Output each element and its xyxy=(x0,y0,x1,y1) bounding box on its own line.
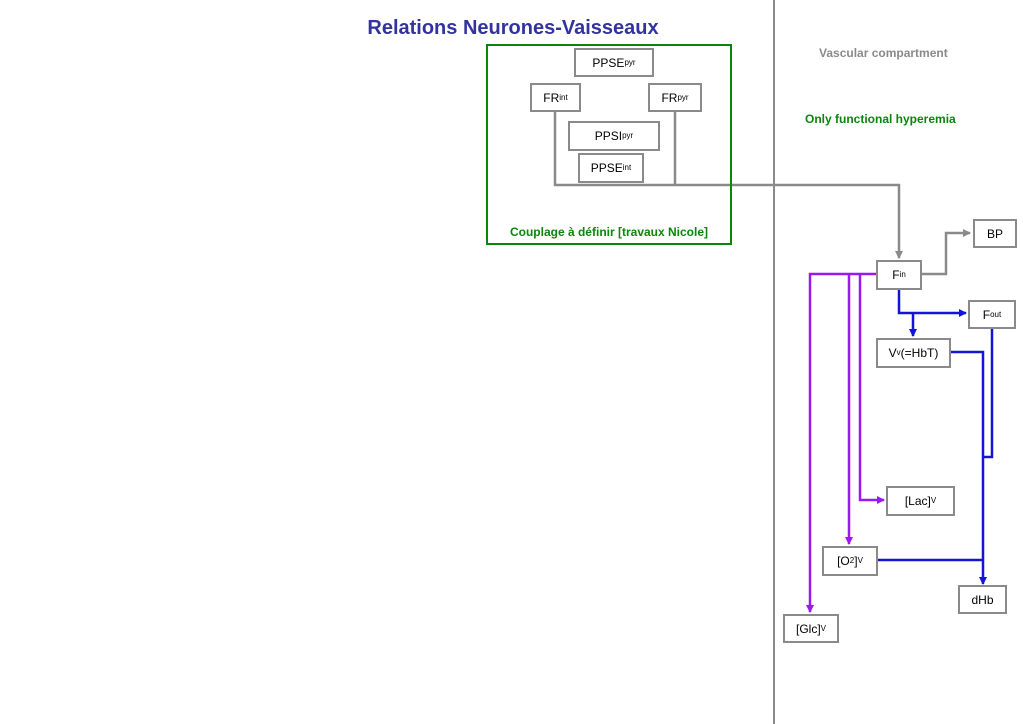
node-glc-v: [Glc]V xyxy=(783,614,839,643)
node-dhb: dHb xyxy=(958,585,1007,614)
neuron-coupling-group: Couplage à définir [travaux Nicole] xyxy=(486,44,732,245)
vascular-compartment-label: Vascular compartment xyxy=(819,46,948,60)
hyperemia-label: Only functional hyperemia xyxy=(805,112,956,126)
edge-fin-to-lac xyxy=(858,274,885,504)
coupling-label: Couplage à définir [travaux Nicole] xyxy=(509,225,709,239)
page-title: Relations Neurones-Vaisseaux xyxy=(367,17,659,39)
edge-fin-to-bp xyxy=(921,229,971,276)
edge-fin-to-fout xyxy=(897,288,967,317)
node-lac-v: [Lac]V xyxy=(886,486,955,516)
edge-fin-to-glc xyxy=(806,272,877,613)
edge-fout-to-dhb xyxy=(983,328,994,459)
node-bp: BP xyxy=(973,219,1017,248)
edge-vv-to-dhb xyxy=(950,350,987,585)
edge-frint-to-fin xyxy=(553,110,903,259)
